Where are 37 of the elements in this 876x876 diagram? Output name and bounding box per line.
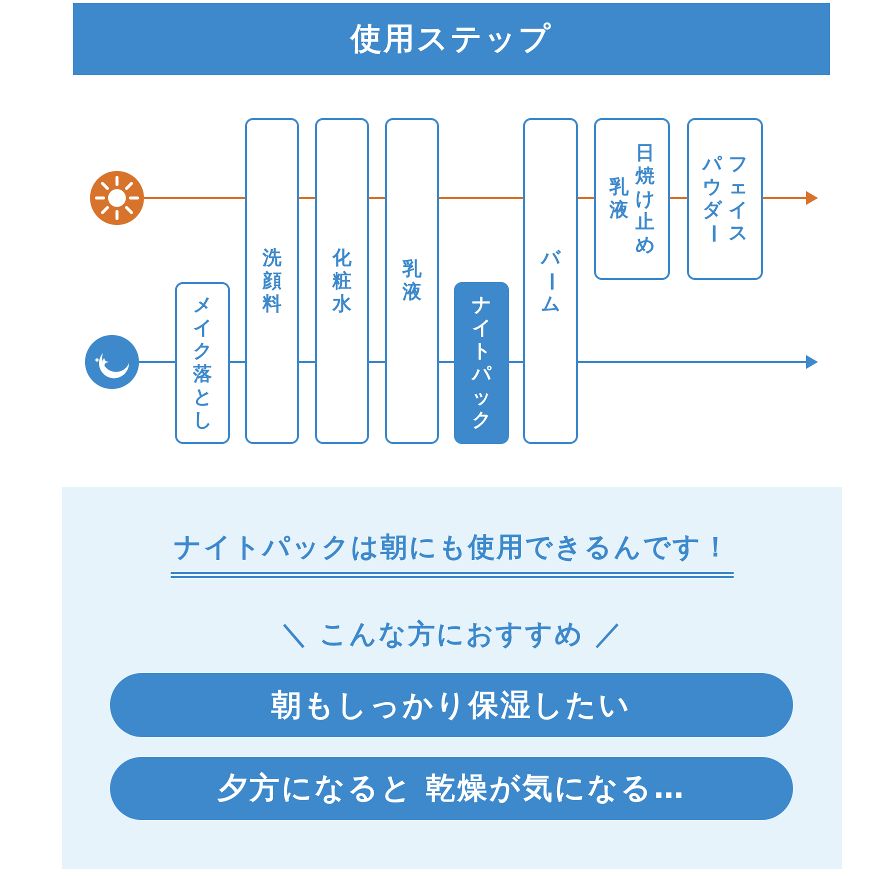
step-box [523,118,578,444]
connector-line [369,197,385,199]
panel-heading: ナイトパックは朝にも使用できるんです！ [170,532,734,578]
sun-icon [90,171,144,225]
panel-subheading: ＼ こんな方におすすめ ／ [280,619,624,651]
step-label: 洗顔料 [262,246,282,316]
rounded-banner: 夕方になると 乾燥が気になる… [110,757,793,820]
moon-icon [85,335,139,389]
step-box [454,282,509,444]
arrow [578,355,818,369]
connector-line [369,361,385,363]
step-box [245,118,299,444]
step-label: メイク落とし [192,294,212,432]
step-label: 化粧水 [332,246,352,316]
step-box [385,118,439,444]
connector-line [439,361,454,363]
step-label: フェイスパウダー [702,153,748,245]
connector-line [509,361,523,363]
connector-line [139,361,175,363]
step-box [594,118,670,280]
title-banner: 使用ステップ [73,3,830,75]
info-panel [62,487,842,869]
step-label: 乳液 [402,258,422,304]
connector-line [230,361,245,363]
connector-line [439,197,523,199]
arrow [763,191,818,205]
connector-line [299,361,315,363]
step-box [175,282,230,444]
rounded-banner: 朝もしっかり保湿したい [110,673,793,737]
step-box [687,118,763,280]
connector-line [299,197,315,199]
connector-line [670,197,687,199]
step-label: ナイトパック [472,294,492,432]
step-box [315,118,369,444]
connector-line [578,197,594,199]
step-label: バーム [540,246,560,316]
connector-line [144,197,245,199]
